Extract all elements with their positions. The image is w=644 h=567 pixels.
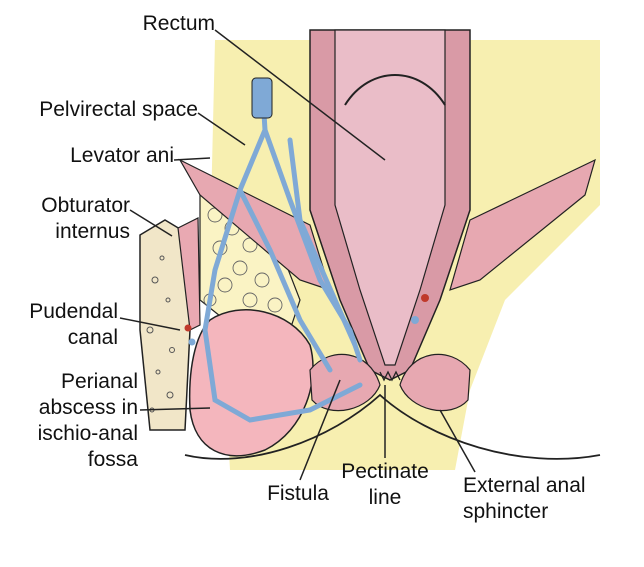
pudendal-vessel: [185, 325, 192, 332]
label-pelvirectal-space: Pelvirectal space: [2, 98, 198, 122]
label-pudendal-line1: Pudendal: [0, 300, 118, 324]
label-pectinate-line2: line: [330, 486, 440, 510]
pudendal-nerve: [189, 339, 196, 346]
label-external-sphincter-line1: External anal: [463, 474, 633, 498]
label-levator-ani: Levator ani: [30, 144, 174, 168]
label-rectum: Rectum: [125, 12, 215, 36]
label-pudendal-line2: canal: [0, 326, 118, 350]
label-abscess-line4: fossa: [0, 448, 138, 472]
right-vessel: [421, 294, 429, 302]
label-external-sphincter-line2: sphincter: [463, 500, 633, 524]
label-pectinate-line1: Pectinate: [330, 460, 440, 484]
label-obturator-line2: internus: [10, 220, 130, 244]
label-abscess-line3: ischio-anal: [0, 422, 138, 446]
label-abscess-line1: Perianal: [0, 370, 138, 394]
label-abscess-line2: abscess in: [0, 396, 138, 420]
right-nerve: [411, 316, 419, 324]
vessel-cut-end: [252, 78, 272, 118]
label-obturator-line1: Obturator: [10, 194, 130, 218]
